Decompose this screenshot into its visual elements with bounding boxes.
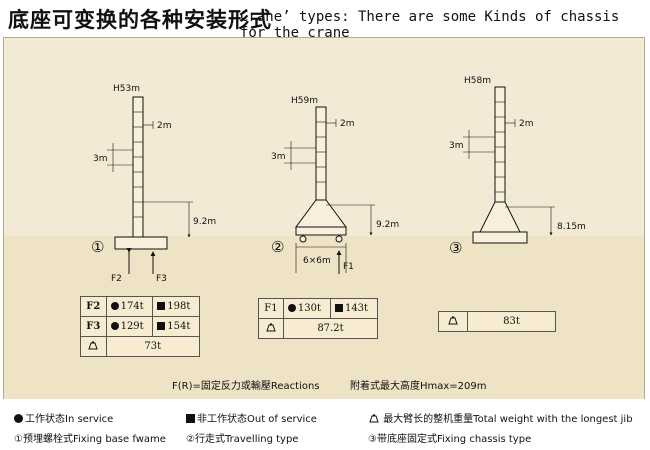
crane-3-section: 3m [449, 141, 464, 151]
weight-icon [369, 414, 379, 423]
in-service-value: 129t [120, 321, 144, 332]
out-service-icon [334, 304, 343, 312]
out-service-cell: 198t [152, 296, 200, 317]
out-service-value: 154t [167, 321, 191, 332]
in-service-icon [287, 304, 296, 312]
in-service-value: 174t [120, 301, 144, 312]
legend-total-weight-label: 最大臂长的整机重量Total weight with the longest j… [383, 414, 633, 425]
crane-diagram: H53m 2m 3m 9.2m ① F2 F3 H59m 2m 3m [91, 76, 586, 284]
weight-icon-cell [438, 311, 468, 332]
load-table-2: F1 130t 143t 87.2t [258, 298, 379, 339]
weight-icon [448, 316, 458, 325]
weight-icon [88, 341, 98, 350]
out-service-icon [186, 414, 195, 423]
out-service-icon [157, 322, 166, 330]
weight-icon-cell [258, 318, 284, 339]
in-service-icon [110, 302, 119, 310]
crane-1-number: ① [91, 238, 104, 256]
crane-1 [107, 96, 193, 274]
load-table-1: F2 174t 198t F3 129t 154t 73t [80, 296, 201, 357]
table-row: 83t [438, 311, 556, 332]
crane-2-section: 3m [271, 152, 286, 162]
crane-2-jib-width: 2m [340, 119, 355, 129]
legend-type-3: ③带底座固定式Fixing chassis type [368, 434, 532, 445]
in-service-icon [110, 322, 119, 330]
crane-2-number: ② [271, 238, 284, 256]
crane-2-height: H59m [291, 96, 318, 106]
in-service-cell: 174t [105, 296, 154, 317]
table-row: 73t [80, 336, 201, 357]
crane-1-base-height: 9.2m [193, 217, 216, 227]
out-service-cell: 143t [329, 298, 379, 319]
out-service-value: 198t [167, 301, 191, 312]
legend-type-2: ②行走式Travelling type [186, 434, 299, 445]
crane-3-base-height: 8.15m [557, 222, 586, 232]
crane-2-track: 6×6m [303, 256, 331, 266]
table-row: 87.2t [258, 318, 379, 339]
reactions-note: F(R)=固定反力或輸壓Reactions [172, 381, 320, 392]
total-weight-value: 73t [105, 336, 201, 357]
crane-3 [463, 86, 555, 244]
weight-icon [266, 323, 276, 332]
out-service-value: 143t [344, 303, 369, 314]
out-service-icon [157, 302, 166, 310]
in-service-value: 130t [297, 303, 322, 314]
max-height-note: 附着式最大高度Hmax=209m [350, 381, 487, 392]
crane-1-force-b: F3 [156, 274, 167, 284]
table-row: F1 130t 143t [258, 298, 379, 319]
legend-in-service-label: 工作状态In service [25, 414, 114, 425]
crane-2-base-height: 9.2m [376, 220, 399, 230]
out-service-cell: 154t [152, 316, 200, 337]
crane-3-number: ③ [449, 239, 462, 257]
legend-in-service: 工作状态In service [14, 410, 113, 425]
load-table-3: 83t [438, 311, 556, 332]
table-row: F2 174t 198t [80, 296, 200, 317]
crane-2-force: F1 [343, 262, 354, 272]
in-service-cell: 129t [105, 316, 154, 337]
crane-1-jib-width: 2m [157, 121, 172, 131]
crane-2 [284, 106, 375, 274]
row-label: F3 [80, 316, 107, 337]
crane-1-section: 3m [93, 154, 108, 164]
crane-1-height: H53m [113, 84, 140, 94]
legend-out-service-label: 非工作状态Out of service [197, 414, 317, 425]
weight-icon-cell [80, 336, 107, 357]
legend-total-weight: 最大臂长的整机重量Total weight with the longest j… [368, 410, 633, 425]
in-service-cell: 130t [282, 298, 331, 319]
row-label: F1 [258, 298, 284, 319]
in-service-icon [14, 414, 23, 423]
table-row: F3 129t 154t [80, 316, 200, 337]
legend-type-1: ①预埋螺栓式Fixing base fwame [14, 434, 166, 445]
page-title-chinese: 底座可变换的各种安装形式 [8, 8, 272, 32]
crane-3-jib-width: 2m [519, 119, 534, 129]
crane-1-force-a: F2 [111, 274, 122, 284]
row-label: F2 [80, 296, 107, 317]
total-weight-value: 83t [467, 311, 556, 332]
crane-3-height: H58m [464, 76, 491, 86]
total-weight-value: 87.2t [282, 318, 379, 339]
legend-out-service: 非工作状态Out of service [186, 410, 317, 425]
